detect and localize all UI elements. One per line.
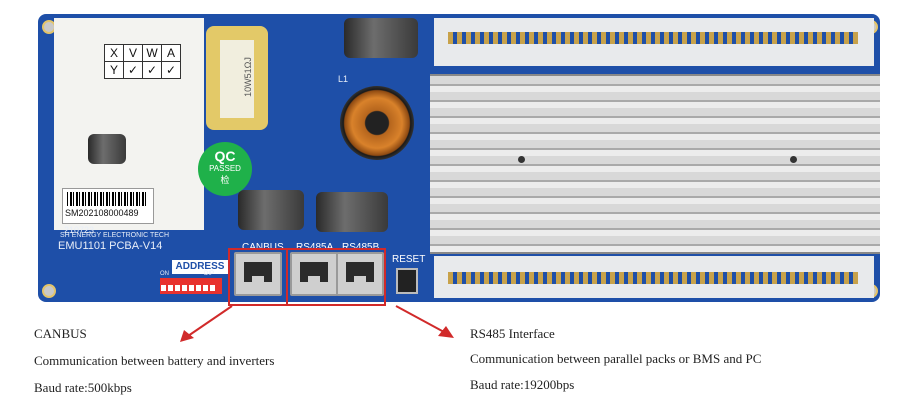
barcode-sub: 210723 [64,225,95,235]
toroidal-inductor [340,86,414,160]
qc-title: QC [214,148,236,164]
canbus-highlight-box [228,248,288,306]
rj45-socket [244,262,272,282]
reset-button [396,268,418,294]
check-header: X [104,44,124,62]
rs485-caption-desc: Communication between parallel packs or … [470,351,762,366]
capacitor [88,134,126,164]
canbus-port [234,252,282,296]
rs485a-port-label: RS485A [296,242,334,253]
check-cell: ✓ [123,61,143,79]
capacitor [316,192,388,232]
rs485-arrow [395,305,454,338]
dip-label: DIP [204,271,215,277]
check-cell: ✓ [142,61,162,79]
qc-passed-sticker: QC PASSED 检 [198,142,252,196]
canbus-caption-title: CANBUS [34,326,87,341]
check-cell: Y [104,61,124,79]
capacitor [238,190,304,230]
barcode-label: SM202108000489 [62,188,154,224]
reset-label: RESET [392,254,426,265]
canbus-caption-baud: Baud rate:500kbps [34,380,132,395]
qc-status: PASSED [209,164,241,173]
qc-mark: 检 [220,175,230,185]
barcode-bars [67,192,147,206]
check-header: W [142,44,162,62]
bottom-components [448,272,858,284]
rj45-socket [346,262,374,282]
rs485-caption-title: RS485 Interface [470,326,555,341]
inductor-label: L1 [338,74,349,84]
resistor-body [220,40,254,118]
check-header: V [123,44,143,62]
resistor-label: 10W51ΩJ [242,57,253,97]
heatsink-screw [790,156,797,163]
address-label: ADDRESS [172,260,228,274]
rs485-caption-baud: Baud rate:19200bps [470,377,575,392]
aluminum-heatsink [430,74,880,254]
bms-circuit-board: X V W A Y ✓ ✓ ✓ 10W51ΩJ L1 QC PASSED 检 S… [38,14,880,302]
capacitor [344,18,418,58]
rj45-socket [300,262,328,282]
inspection-check-table: X V W A Y ✓ ✓ ✓ [104,44,181,79]
canbus-port-label: CANBUS [242,242,284,253]
canbus-caption-desc: Communication between battery and invert… [34,353,275,368]
heatsink-screw [518,156,525,163]
pcba-label: EMU1101 PCBA-V14 [58,240,163,252]
company-silk: SH ENERGY ELECTRONIC TECH [60,232,170,239]
rs485a-port [290,252,338,296]
dip-on-label: ON [160,271,169,277]
top-components [448,32,858,44]
barcode-number: SM202108000489 [65,208,139,218]
power-resistor: 10W51ΩJ [206,26,268,130]
mounting-hole [42,284,56,298]
canbus-arrow [180,305,233,342]
rs485b-port-label: RS485B [342,242,380,253]
check-cell: ✓ [161,61,181,79]
rs485b-port [336,252,384,296]
check-header: A [161,44,181,62]
address-dip-switch [160,278,222,294]
rs485-highlight-box [286,248,386,306]
